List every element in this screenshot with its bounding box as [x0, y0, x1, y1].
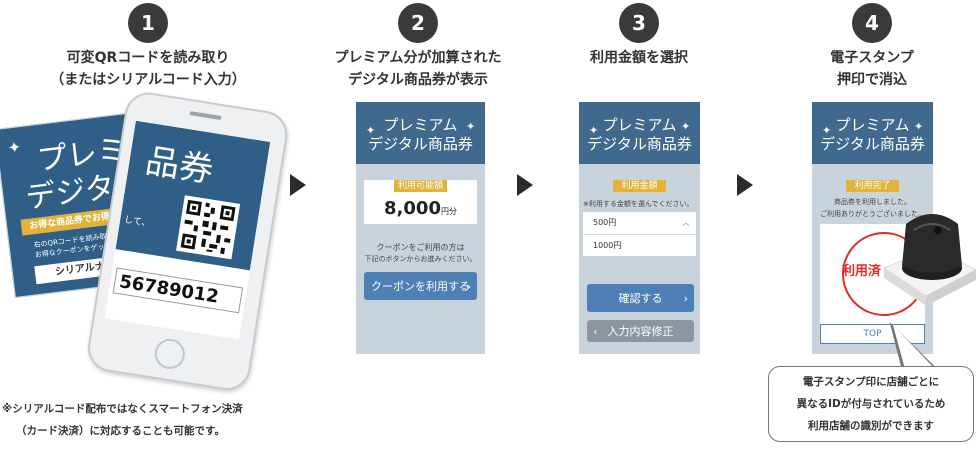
sparkle-icon: ✦ [466, 120, 476, 133]
voucher-title-line2: デジタル商品券 [820, 135, 925, 153]
chevron-right-icon: › [683, 291, 688, 305]
use-coupon-button[interactable]: クーポンを利用する › [364, 272, 477, 300]
smartphone: 品券 して、 56789012 [84, 89, 291, 394]
voucher-title-line2: デジタル商品券 [587, 135, 692, 153]
phone-title: 品券 [142, 140, 217, 192]
use-coupon-label: クーポンを利用する [371, 280, 470, 293]
callout-line-3: 利用店舗の識別ができます [808, 420, 934, 432]
option-500-label: 500円 [593, 218, 617, 227]
phone-serial-number: 56789012 [112, 267, 244, 314]
coupon-desc-1: クーポンをご利用の方は [376, 243, 465, 252]
sparkle-icon: ✦ [6, 137, 23, 158]
phone-screen: 品券 して、 56789012 [104, 120, 271, 340]
edit-input-label: 入力内容修正 [607, 325, 674, 338]
chevron-right-icon: › [466, 279, 471, 293]
step-number-2: 2 [398, 3, 438, 43]
callout-line-1: 電子スタンプ印に店舗ごとに [802, 376, 940, 388]
step-3-title-line1: 利用金額を選択 [590, 50, 688, 66]
step-4-title-line1: 電子スタンプ [830, 50, 914, 66]
voucher-title-line1: プレミアム [602, 116, 677, 134]
footnote-line-2: （カード決済）に対応することも可能です。 [16, 425, 225, 437]
chevron-up-icon: ︿ [682, 218, 690, 227]
sparkle-icon: ✦ [681, 120, 691, 133]
edit-input-button[interactable]: ‹ 入力内容修正 [587, 320, 694, 342]
usage-amount-badge: 利用金額 [613, 180, 666, 192]
used-message-1: 商品券を利用しました。 [834, 198, 911, 206]
screen-step-2: ✦ ✦ プレミアム デジタル商品券 利用可能額 8,000円分 クーポンをご利用… [356, 102, 485, 354]
confirm-label: 確認する [618, 292, 663, 305]
sparkle-icon: ✦ [366, 124, 376, 137]
arrow-right-icon [737, 174, 753, 196]
available-amount: 8,000円分 [364, 198, 477, 219]
step-number-4: 4 [852, 3, 892, 43]
used-message-2: ご利用ありがとうございました。 [820, 210, 925, 218]
step-1-title-line2: （またはシリアルコード入力） [50, 72, 246, 88]
sparkle-icon: ✦ [589, 124, 599, 137]
step-number-1: 1 [128, 3, 168, 43]
step-number-3: 3 [619, 3, 659, 43]
amount-option-500[interactable]: 500円 ︿ [583, 212, 696, 235]
sparkle-icon: ✦ [914, 120, 924, 133]
top-button[interactable]: TOP [820, 324, 925, 344]
sparkle-icon: ✦ [822, 124, 832, 137]
stamp-used-text: 利用済 [842, 264, 882, 279]
option-1000-label: 1000円 [593, 241, 622, 250]
electronic-stamp-device [876, 200, 978, 310]
qr-code-icon [176, 195, 241, 260]
select-amount-instruction: ※利用する金額を選んでください。 [583, 200, 694, 208]
chevron-left-icon: ‹ [593, 324, 598, 338]
voucher-title-line1: プレミアム [383, 116, 458, 134]
available-amount-badge: 利用可能額 [394, 180, 447, 192]
step-1-title-line1: 可変QRコードを読み取り [66, 50, 230, 66]
amount-dropdown[interactable]: 500円 ︿ 1000円 [583, 212, 696, 256]
footnote-line-1: ※シリアルコード配布ではなくスマートフォン決済 [2, 403, 243, 415]
usage-complete-badge: 利用完了 [846, 180, 899, 192]
step-2-title-line2: デジタル商品券が表示 [348, 72, 488, 88]
step-4-title-line2: 押印で消込 [837, 72, 907, 88]
voucher-title-line1: プレミアム [835, 116, 910, 134]
arrow-right-icon [290, 174, 306, 196]
confirm-button[interactable]: 確認する › [587, 284, 694, 312]
step-2-title-line1: プレミアム分が加算された [334, 50, 502, 66]
stamp-id-callout: 電子スタンプ印に店舗ごとに 異なるIDが付与されているため 利用店舗の識別ができ… [768, 366, 974, 442]
amount-option-1000[interactable]: 1000円 [583, 235, 696, 257]
screen-step-3: ✦ ✦ プレミアム デジタル商品券 利用金額 ※利用する金額を選んでください。 … [579, 102, 700, 354]
amount-unit: 円分 [440, 207, 457, 216]
callout-line-2: 異なるIDが付与されているため [796, 398, 946, 410]
amount-value: 8,000 [384, 198, 441, 219]
coupon-desc-2: 下記のボタンからお進みください。 [364, 255, 477, 263]
voucher-title-line2: デジタル商品券 [368, 135, 473, 153]
arrow-right-icon [517, 174, 533, 196]
